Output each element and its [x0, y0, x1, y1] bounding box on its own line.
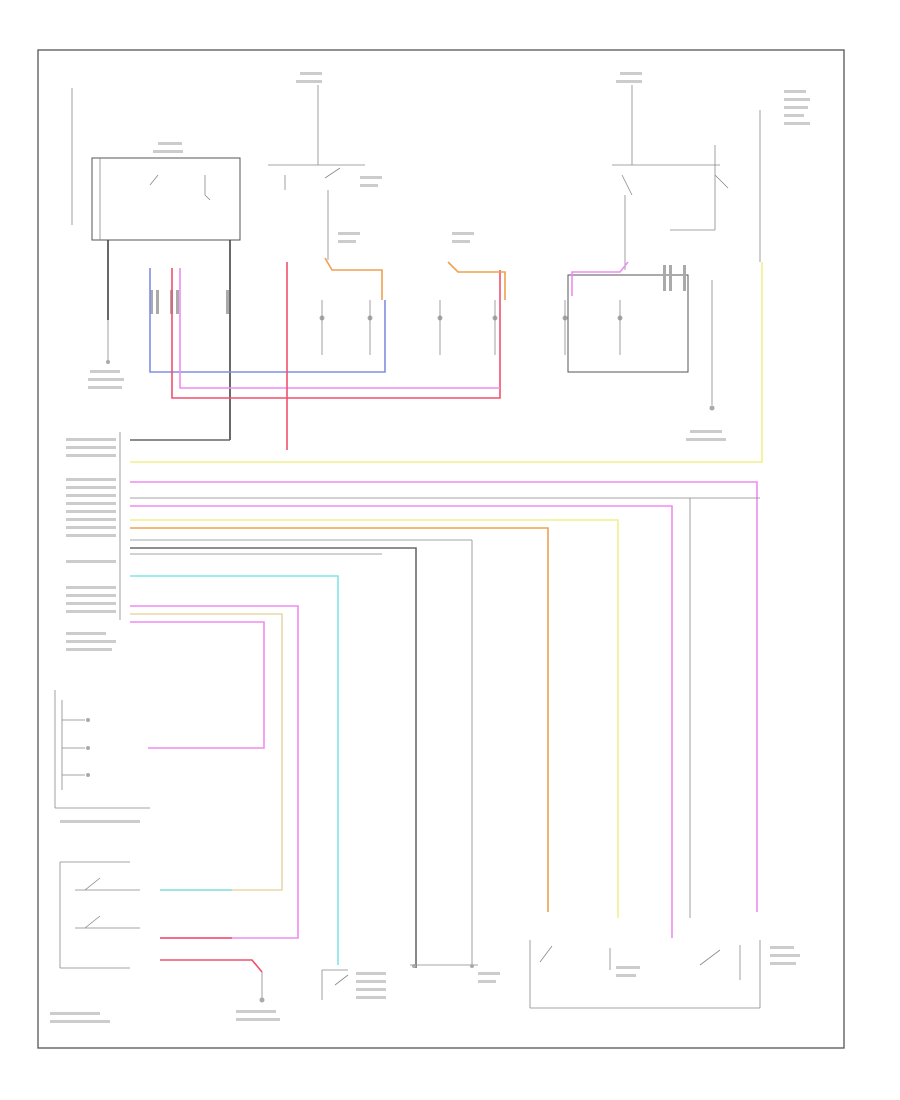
switch-module-left	[91, 157, 241, 440]
wire-yellow-high	[130, 262, 763, 463]
wire-pink-mid	[130, 505, 673, 938]
wire-pink-long	[130, 481, 758, 912]
instrument-panel-cluster	[54, 690, 150, 823]
wire-orange-right	[447, 261, 506, 300]
connector-pin-labels	[66, 432, 121, 651]
wire-red-out	[171, 268, 501, 399]
ground-bottom-left	[50, 972, 280, 1023]
label-marks-top	[88, 72, 810, 441]
wire-pink-out	[179, 268, 500, 389]
wire-orange-long	[130, 527, 549, 912]
fuse-feed-middle	[268, 85, 365, 260]
wire-tan-bottom	[130, 613, 283, 891]
wire-pink-tail	[571, 261, 629, 296]
brake-switch-module	[59, 861, 140, 969]
wire-yellow-mid	[130, 519, 619, 918]
wire-red-bottom-2	[160, 959, 263, 973]
lamp-group-2	[437, 300, 498, 355]
lamp-group-3	[562, 265, 689, 373]
switch-bottom-center	[410, 964, 500, 983]
diagram-frame	[37, 49, 845, 1049]
sensor-bottom-middle	[321, 969, 386, 1000]
wire-pink-bottom-1	[130, 605, 299, 939]
wire-orange-left	[324, 257, 383, 300]
wire-blue-out	[149, 268, 386, 373]
wire-cyan-long	[130, 575, 339, 965]
wire-pink-bottom-2	[130, 621, 265, 749]
ground-right	[709, 280, 715, 411]
lamp-group-1	[319, 300, 373, 355]
wire-grey-long	[130, 547, 417, 968]
switch-bottom-right	[529, 940, 800, 1009]
connector-block-left	[150, 290, 229, 314]
wire-layer	[130, 257, 763, 973]
fuse-feed-right	[612, 85, 761, 270]
